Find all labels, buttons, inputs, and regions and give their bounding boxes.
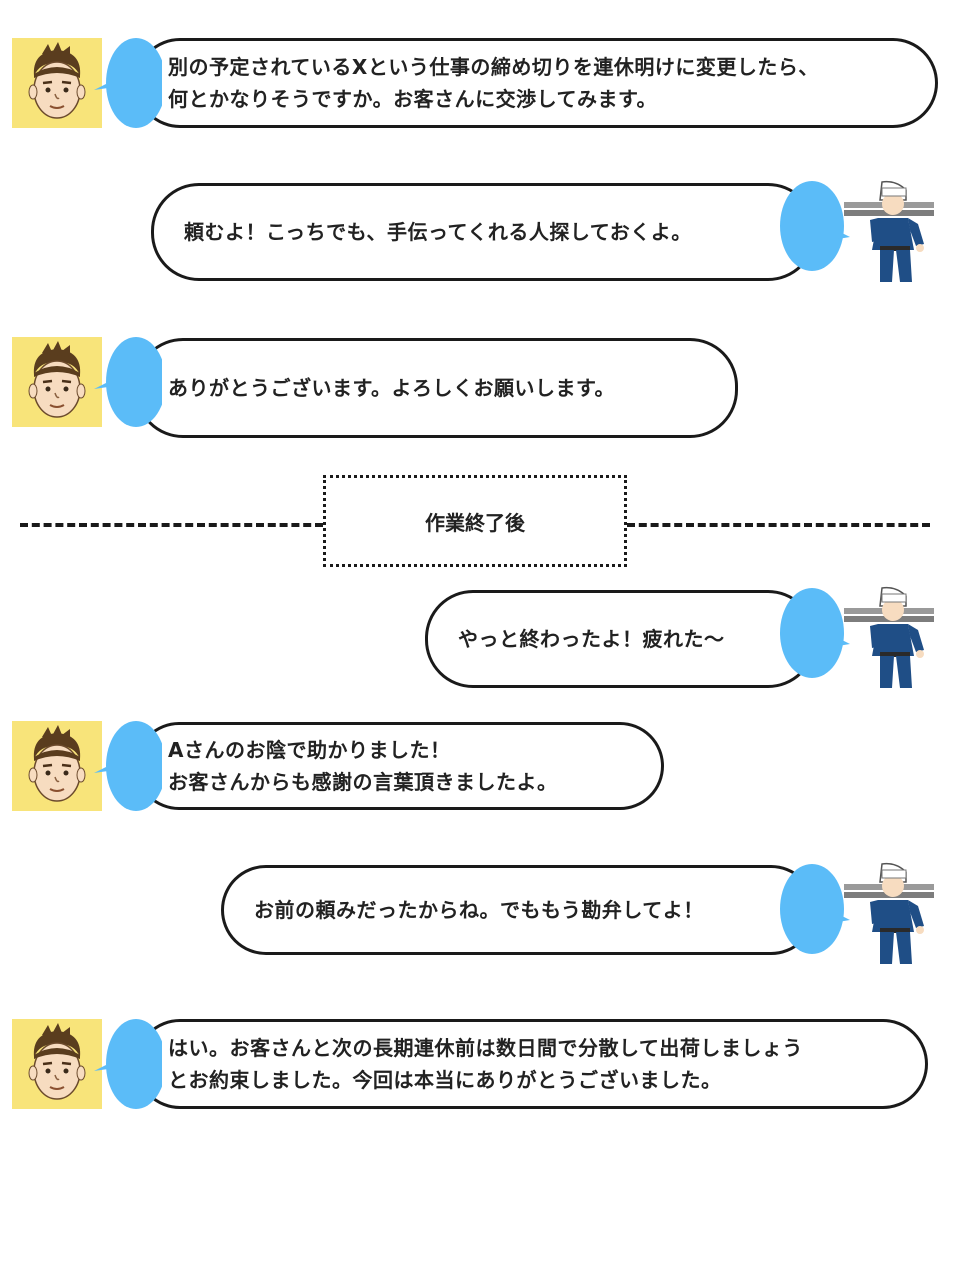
construction-worker-icon bbox=[842, 862, 938, 966]
message-text: 別の予定されているXという仕事の締め切りを連休明けに変更したら、 何とかなりそう… bbox=[168, 55, 819, 111]
message-text: はい。お客さんと次の長期連休前は数日間で分散して出荷しましょう とお約束しました… bbox=[168, 1036, 803, 1092]
speech-bubble: 別の予定されているXという仕事の締め切りを連休明けに変更したら、 何とかなりそう… bbox=[135, 38, 938, 128]
speech-bubble: はい。お客さんと次の長期連休前は数日間で分散して出荷しましょう とお約束しました… bbox=[135, 1019, 928, 1109]
speech-tail-icon bbox=[92, 337, 166, 427]
speech-tail-icon bbox=[780, 864, 850, 954]
construction-worker-icon bbox=[842, 180, 938, 284]
message-text: Aさんのお陰で助かりました！ お客さんからも感謝の言葉頂きましたよ。 bbox=[168, 738, 558, 794]
man-face-icon bbox=[12, 337, 102, 427]
speech-bubble: やっと終わったよ！疲れた〜 bbox=[425, 590, 816, 688]
speech-tail-icon bbox=[92, 38, 166, 128]
speech-tail-icon bbox=[92, 1019, 166, 1109]
section-divider: 作業終了後 bbox=[323, 475, 627, 567]
speech-bubble: Aさんのお陰で助かりました！ お客さんからも感謝の言葉頂きましたよ。 bbox=[135, 722, 664, 810]
divider-label: 作業終了後 bbox=[425, 510, 525, 535]
speech-tail-icon bbox=[780, 588, 850, 678]
message-text: やっと終わったよ！疲れた〜 bbox=[458, 627, 725, 651]
speech-bubble: ありがとうございます。よろしくお願いします。 bbox=[135, 338, 738, 438]
man-face-icon bbox=[12, 38, 102, 128]
speech-bubble: 頼むよ！こっちでも、手伝ってくれる人探しておくよ。 bbox=[151, 183, 816, 281]
man-face-icon bbox=[12, 1019, 102, 1109]
message-text: 頼むよ！こっちでも、手伝ってくれる人探しておくよ。 bbox=[184, 220, 692, 244]
divider-line-right bbox=[627, 523, 930, 527]
divider-line-left bbox=[20, 523, 323, 527]
message-text: お前の頼みだったからね。でももう勘弁してよ！ bbox=[254, 898, 704, 922]
man-face-icon bbox=[12, 721, 102, 811]
message-text: ありがとうございます。よろしくお願いします。 bbox=[168, 376, 615, 400]
construction-worker-icon bbox=[842, 586, 938, 690]
speech-tail-icon bbox=[92, 721, 166, 811]
speech-tail-icon bbox=[780, 181, 850, 271]
speech-bubble: お前の頼みだったからね。でももう勘弁してよ！ bbox=[221, 865, 816, 955]
